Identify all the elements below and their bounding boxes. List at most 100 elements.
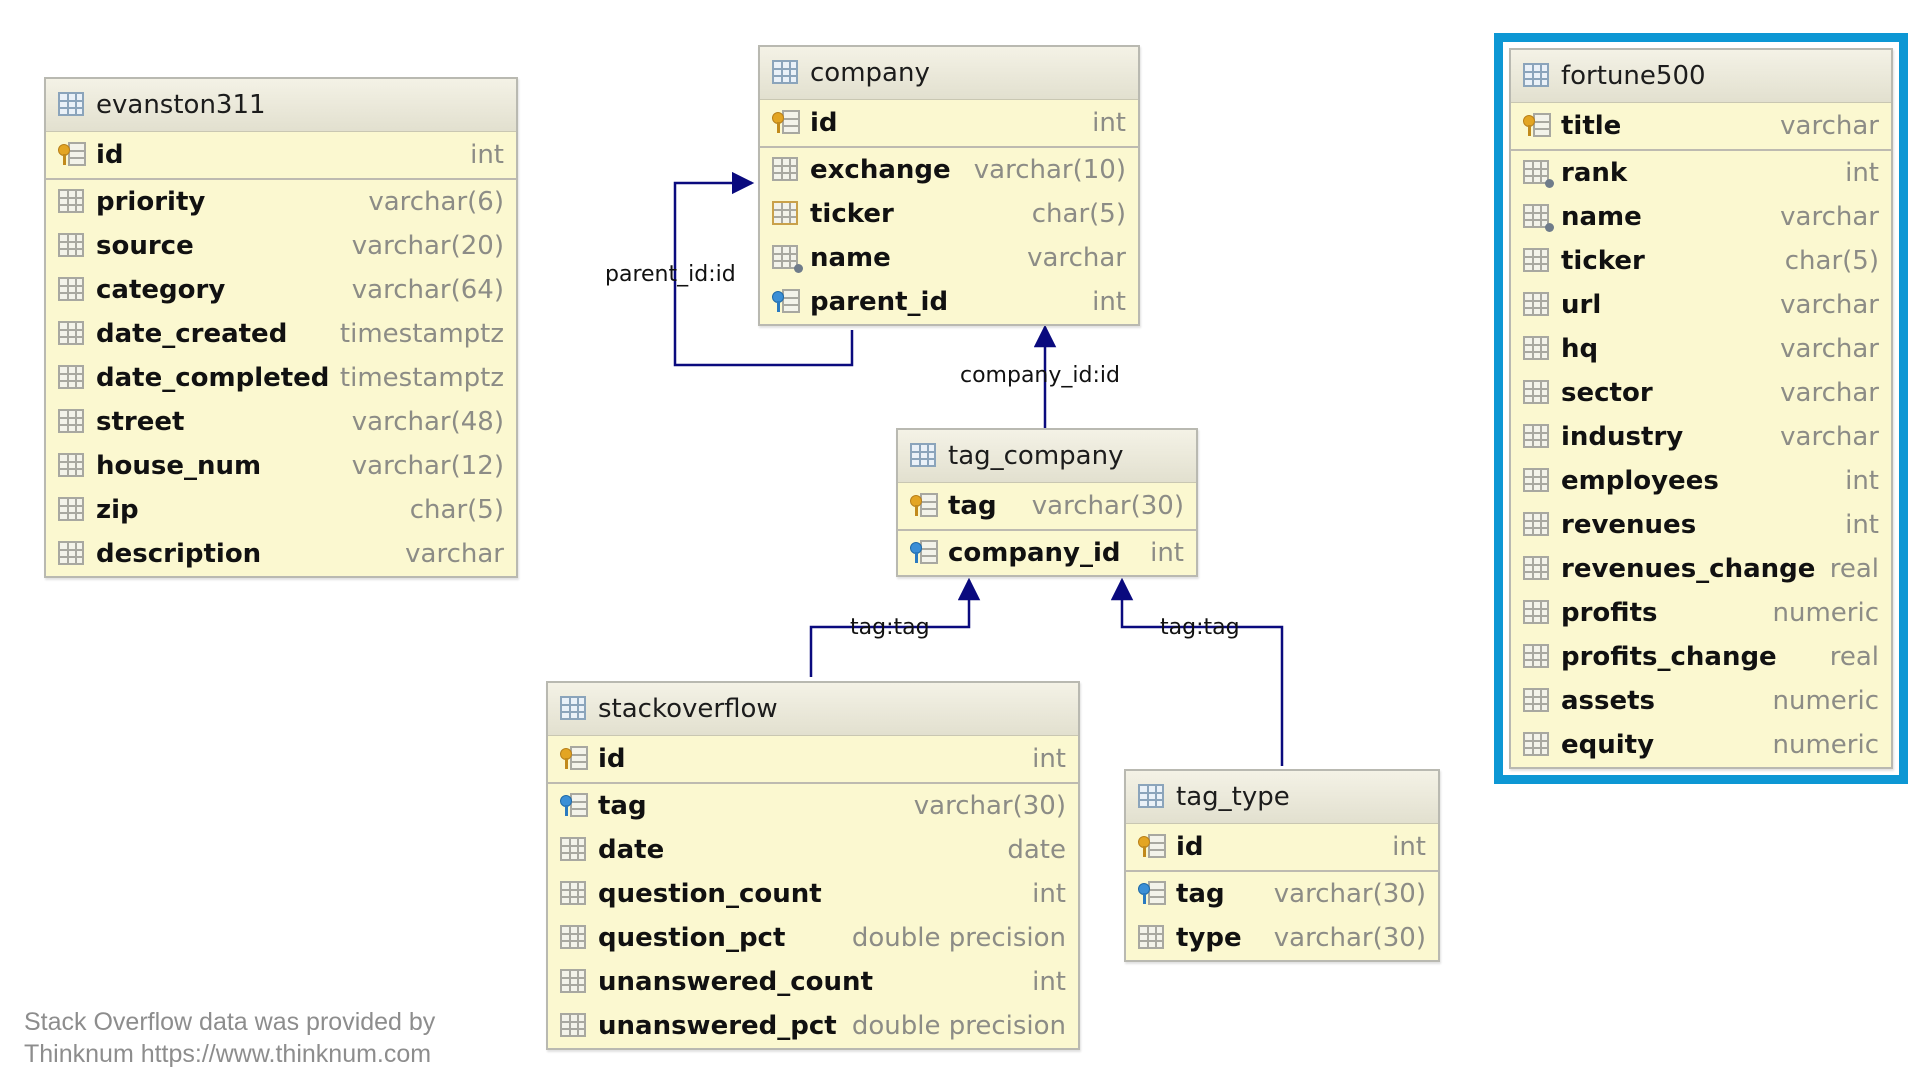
column-type: double precision (851, 923, 1066, 953)
column-name: assets (1561, 686, 1656, 716)
column-type: varchar (1780, 202, 1879, 232)
table-icon (1523, 63, 1551, 89)
primary-key-icon (772, 110, 800, 136)
column-icon (58, 497, 86, 523)
table-header[interactable]: tag_company (898, 430, 1196, 483)
column-name: unanswered_count (598, 967, 873, 997)
unique-column-icon (772, 201, 800, 227)
column-row[interactable]: zip char(5) (46, 488, 516, 532)
relation-stackoverflow-tag-line[interactable] (809, 577, 981, 677)
column-name: tag (1176, 879, 1225, 909)
relation-tag-type-tag-line[interactable] (1110, 577, 1284, 766)
column-type: varchar (1780, 290, 1879, 320)
column-icon (560, 881, 588, 907)
column-icon (1138, 925, 1166, 951)
indexed-column-icon (1523, 160, 1554, 188)
table-header[interactable]: evanston311 (46, 79, 516, 132)
column-name: tag (948, 491, 997, 521)
column-icon (58, 321, 86, 347)
column-type: varchar(30) (1273, 923, 1426, 953)
column-icon (58, 277, 86, 303)
column-icon (58, 453, 86, 479)
column-name: zip (96, 495, 139, 525)
column-type: varchar (1780, 111, 1879, 141)
column-icon (1523, 688, 1551, 714)
column-icon (58, 189, 86, 215)
table-header[interactable]: fortune500 (1511, 50, 1891, 103)
relation-parent-id-line[interactable] (673, 171, 854, 367)
table-header[interactable]: company (760, 47, 1138, 100)
column-type: int (1032, 879, 1066, 909)
column-type: char(5) (409, 495, 504, 525)
relation-label-parent: parent_id:id (605, 262, 736, 287)
column-type: double precision (851, 1011, 1066, 1041)
table-header[interactable]: tag_type (1126, 771, 1438, 824)
table-header[interactable]: stackoverflow (548, 683, 1078, 736)
column-name: description (96, 539, 262, 569)
column-type: int (1392, 832, 1426, 862)
column-icon (560, 837, 588, 863)
column-type: char(5) (1784, 246, 1879, 276)
column-icon (560, 925, 588, 951)
column-name: revenues (1561, 510, 1697, 540)
column-name: company_id (948, 538, 1121, 568)
table-icon (1138, 784, 1166, 810)
table-title: fortune500 (1561, 61, 1706, 91)
column-icon (1523, 292, 1551, 318)
column-type: timestamptz (339, 319, 504, 349)
column-type: varchar(10) (973, 155, 1126, 185)
column-name: hq (1561, 334, 1599, 364)
column-icon (772, 157, 800, 183)
column-type: varchar (1780, 422, 1879, 452)
column-type: date (1007, 835, 1066, 865)
